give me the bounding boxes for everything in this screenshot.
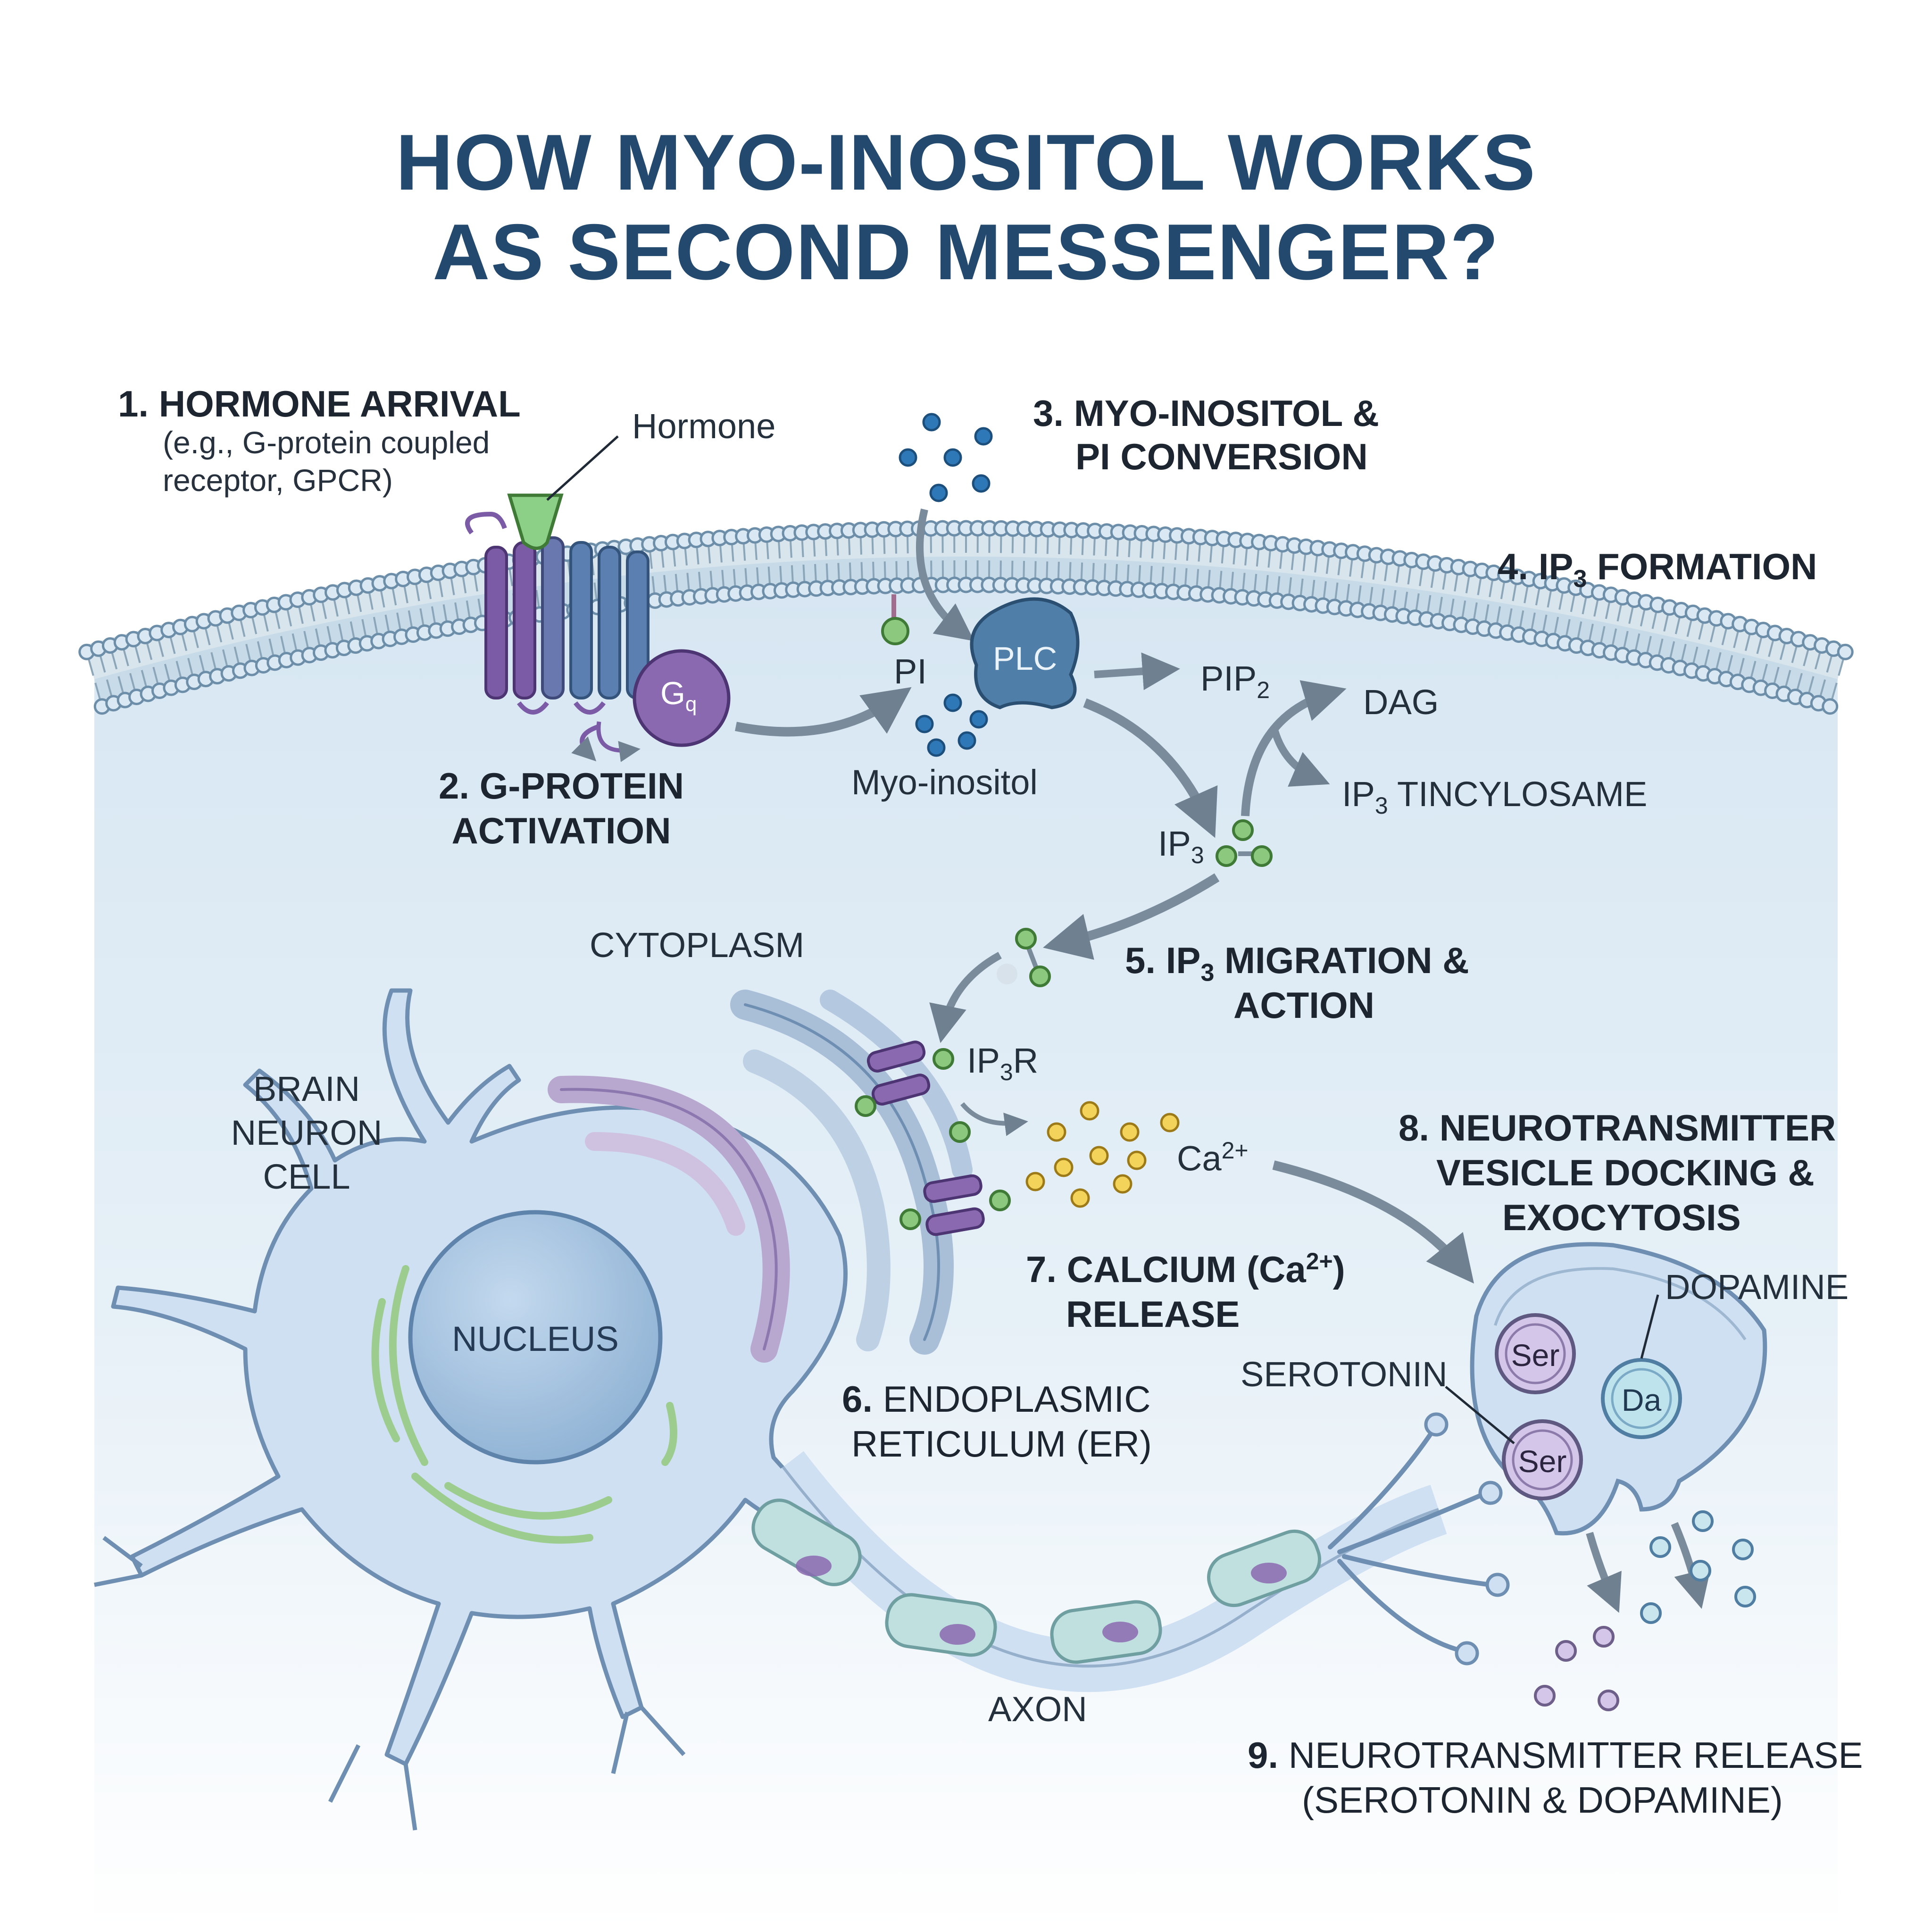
- axon-label: AXON: [988, 1690, 1087, 1729]
- hormone-leader-line: [546, 435, 619, 501]
- serotonin-label: SEROTONIN: [1241, 1355, 1448, 1394]
- axon: [751, 1412, 1510, 1692]
- plc-to-ip3-arrow: [1083, 698, 1218, 838]
- released-dopamine: [1640, 1510, 1756, 1624]
- dopamine-leader-line: [1640, 1294, 1659, 1359]
- ip3-receptor-channels: [855, 1041, 1011, 1236]
- plc-to-pip2-arrow: [1094, 652, 1180, 691]
- step-6-title-line-1: 6. ENDOPLASMIC: [842, 1378, 1151, 1420]
- gpcr-receptor: [465, 511, 650, 762]
- calcium-label: Ca2+: [1177, 1137, 1249, 1178]
- gq-label: Gq: [660, 675, 697, 716]
- step-2-title-line-2: ACTIVATION: [451, 810, 671, 851]
- step-3-title-line-2: PI CONVERSION: [1075, 436, 1368, 477]
- dag-label: DAG: [1363, 683, 1439, 722]
- step-7-title-line-1: 7. CALCIUM (Ca2+): [1026, 1248, 1345, 1290]
- lipid-head: [1822, 698, 1839, 715]
- ip3-molecule: [1216, 819, 1273, 867]
- step-7-title-line-2: RELEASE: [1066, 1293, 1240, 1335]
- ip3-migration-arrow: [1043, 873, 1220, 960]
- released-serotonin: [1534, 1626, 1619, 1711]
- step-1-subtitle-line-2: receptor, GPCR): [163, 463, 393, 498]
- pi-label: PI: [894, 652, 927, 691]
- plc-label: PLC: [993, 640, 1058, 677]
- da-vesicle-label: Da: [1621, 1382, 1662, 1417]
- serotonin-leader-line: [1445, 1386, 1515, 1444]
- ip3-label: IP3: [1158, 824, 1204, 868]
- er-calcium-arrow: [960, 1102, 1028, 1136]
- brain-neuron-label-line-2: NEURON: [231, 1113, 383, 1152]
- step-5-title-line-1: 5. IP3 MIGRATION &: [1125, 940, 1469, 987]
- er-purple-membranes: [548, 1075, 790, 1363]
- myo-inositol-label: Myo-inositol: [851, 763, 1038, 802]
- pi-molecule: [881, 617, 909, 645]
- gq-to-pi-arrow: [735, 687, 912, 737]
- nuclear-er-green: [371, 1265, 677, 1544]
- plc-enzyme: [970, 597, 1080, 709]
- inositol-to-plc-arrow: [916, 508, 974, 641]
- step-1-title: 1. HORMONE ARRIVAL: [118, 383, 521, 425]
- serotonin-vesicle-2: [1502, 1419, 1583, 1500]
- step-1-subtitle-line-1: (e.g., G-protein coupled: [163, 425, 490, 460]
- dopamine-vesicle: [1601, 1358, 1682, 1439]
- step-2-title-line-1: 2. G-PROTEIN: [438, 765, 684, 807]
- step-8-title-line-2: VESICLE DOCKING &: [1436, 1152, 1815, 1193]
- step-8-title-line-1: 8. NEUROTRANSMITTER: [1399, 1107, 1836, 1149]
- step-5-title-line-2: ACTION: [1233, 984, 1374, 1026]
- gq-protein: [633, 649, 731, 747]
- ip3-to-receptor-arrow: [929, 951, 1002, 1043]
- dopamine-label: DOPAMINE: [1665, 1267, 1849, 1307]
- hormone-ligand: [507, 493, 564, 550]
- page-title-line-1: HOW MYO-INOSITOL WORKS: [396, 118, 1536, 207]
- step-8-title-line-3: EXOCYTOSIS: [1502, 1197, 1741, 1238]
- nucleus: [408, 1210, 663, 1465]
- ip3-to-dag-arrow: [1241, 680, 1347, 816]
- myo-inositol-molecules-bottom: [915, 693, 988, 757]
- ser-vesicle-label-2: Ser: [1518, 1444, 1567, 1479]
- calcium-to-terminal-arrow: [1272, 1160, 1474, 1284]
- brain-neuron-label-line-3: CELL: [263, 1157, 350, 1196]
- pip2-label: PIP2: [1200, 659, 1270, 703]
- myo-inositol-molecules-top: [899, 413, 993, 502]
- step-6-title-line-2: RETICULUM (ER): [851, 1423, 1152, 1465]
- page-title-line-2: AS SECOND MESSENGER?: [433, 208, 1499, 296]
- nucleus-label: NUCLEUS: [452, 1319, 619, 1358]
- step-9-title-line-2: (SEROTONIN & DOPAMINE): [1302, 1779, 1783, 1821]
- serotonin-vesicle-1: [1495, 1313, 1576, 1394]
- ip3-tincylosame-label: IP3 TINCYLOSAME: [1342, 774, 1648, 819]
- lipid-head: [1837, 643, 1854, 660]
- cytoplasm-label: CYTOPLASM: [590, 925, 805, 965]
- step-4-title: 4. IP3 FORMATION: [1498, 546, 1817, 593]
- step-9-title-line-1: 9. NEUROTRANSMITTER RELEASE: [1248, 1734, 1863, 1776]
- branch-to-tincylosame-arrow: [1270, 725, 1330, 787]
- ip3r-label: IP3R: [967, 1041, 1039, 1085]
- ser-vesicle-label-1: Ser: [1511, 1338, 1560, 1373]
- step-3-title-line-1: 3. MYO-INOSITOL &: [1033, 392, 1379, 434]
- ip3-migrating-molecule: [997, 928, 1051, 987]
- hormone-label: Hormone: [632, 407, 776, 446]
- brain-neuron-label-line-1: BRAIN: [253, 1069, 360, 1108]
- calcium-ions: [1025, 1101, 1180, 1208]
